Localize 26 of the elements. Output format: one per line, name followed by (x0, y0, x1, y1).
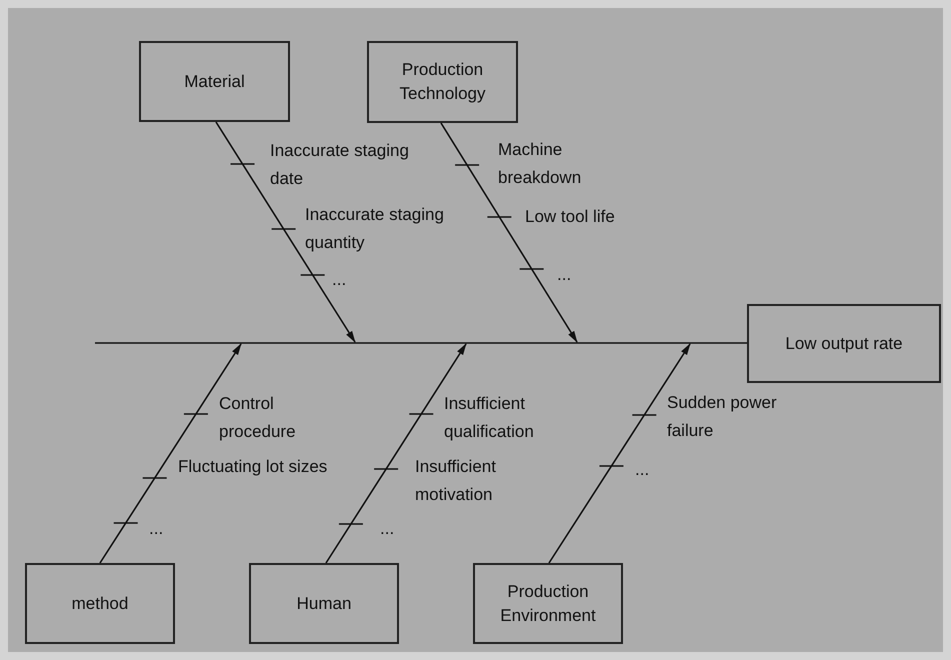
cause-label: Control procedure (219, 393, 297, 443)
cause-label: ... (149, 518, 164, 540)
cause-label: ... (635, 459, 650, 481)
cause-label: Low tool life (525, 206, 615, 228)
arrow (215, 122, 356, 343)
cause-label: Machine breakdown (498, 139, 582, 189)
arrow (440, 122, 578, 343)
category-box: Material (139, 41, 290, 122)
category-box: method (25, 563, 175, 644)
cause-label: ... (557, 264, 572, 286)
cause-label: ... (380, 518, 394, 540)
category-box: Production Environment (473, 563, 623, 644)
cause-label: Fluctuating lot sizes (178, 456, 328, 478)
category-box: Low output rate (747, 304, 941, 383)
category-box: Production Technology (367, 41, 518, 123)
cause-label: Sudden power failure (667, 392, 778, 442)
arrow (325, 343, 467, 564)
cause-label: Insufficient qualification (444, 393, 535, 443)
cause-label: Inaccurate staging quantity (305, 204, 445, 254)
arrow (548, 343, 691, 564)
connector-line (95, 342, 747, 344)
cause-label: ... (332, 269, 346, 291)
cause-label: Inaccurate staging date (270, 140, 410, 190)
cause-label: Insufficient motivation (415, 456, 497, 506)
arrow (99, 343, 242, 564)
category-box: Human (249, 563, 399, 644)
